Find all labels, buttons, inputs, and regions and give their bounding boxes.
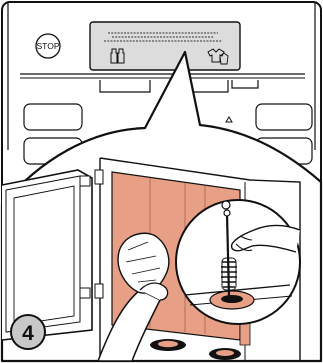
open-door xyxy=(2,170,92,340)
step-badge: 4 xyxy=(11,315,45,349)
stop-button-icon: STOP xyxy=(36,34,60,58)
step-number: 4 xyxy=(22,322,34,345)
stop-button-label: STOP xyxy=(37,41,60,51)
display-panel xyxy=(90,22,240,70)
magnified-detail xyxy=(176,200,300,324)
